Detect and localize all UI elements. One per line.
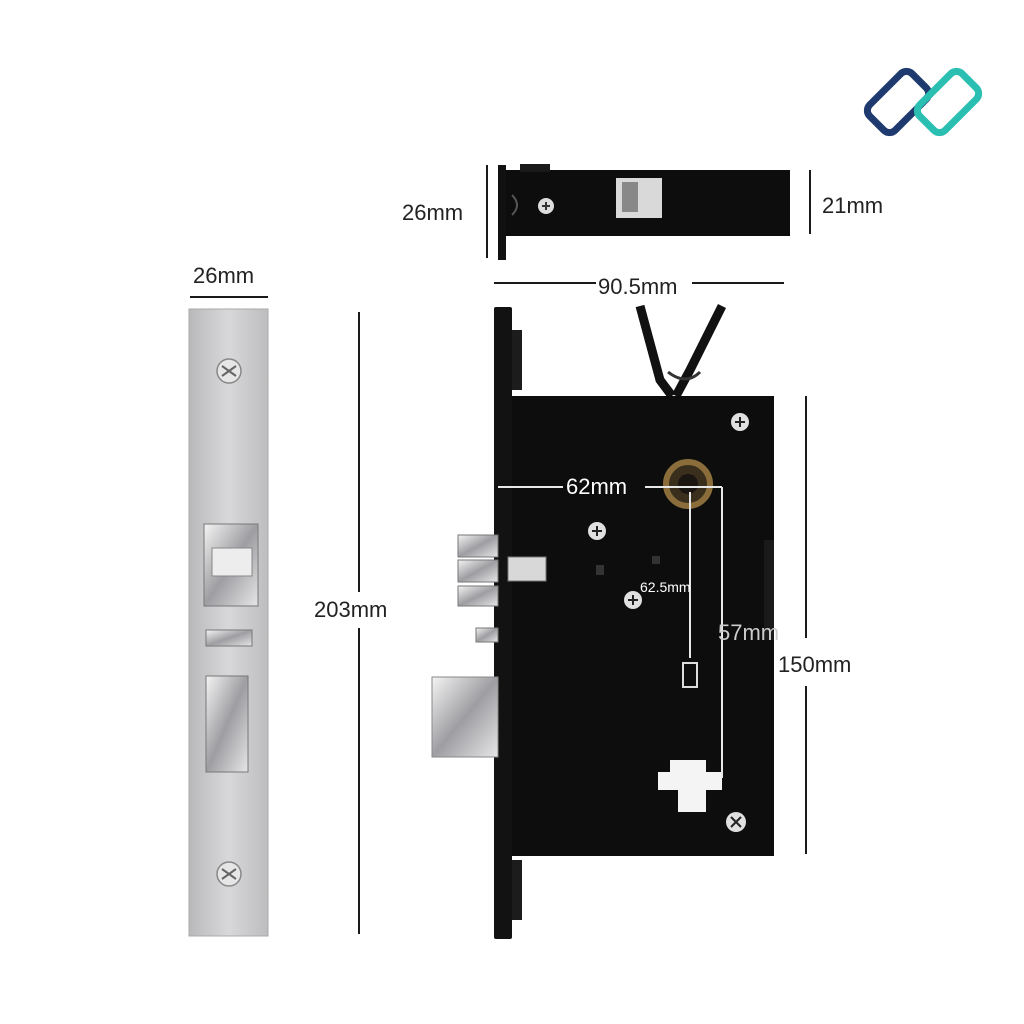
cylinder-hole <box>658 760 722 812</box>
interlocking-rhombus-logo <box>863 67 983 137</box>
dimension-lines-top <box>486 165 811 284</box>
lock-top-view <box>498 164 790 260</box>
auxiliary-latch <box>205 629 253 647</box>
faceplate <box>188 308 269 937</box>
faceplate-width-label: 26mm <box>193 263 254 288</box>
faceplate-height-label: 203mm <box>314 597 387 622</box>
lock-body <box>431 303 774 939</box>
backset-label: 62mm <box>566 474 627 499</box>
body-height-label: 150mm <box>778 652 851 677</box>
top-height-left-label: 26mm <box>402 200 463 225</box>
dimension-lines-faceplate <box>190 296 360 934</box>
handle-to-cylinder-overlap-label: 57mm <box>718 620 779 645</box>
top-height-right-label: 21mm <box>822 193 883 218</box>
deadbolt <box>205 675 249 773</box>
deadbolt <box>431 676 499 758</box>
handle-to-cylinder-label: 62.5mm <box>640 579 691 595</box>
top-length-label: 90.5mm <box>598 274 677 299</box>
